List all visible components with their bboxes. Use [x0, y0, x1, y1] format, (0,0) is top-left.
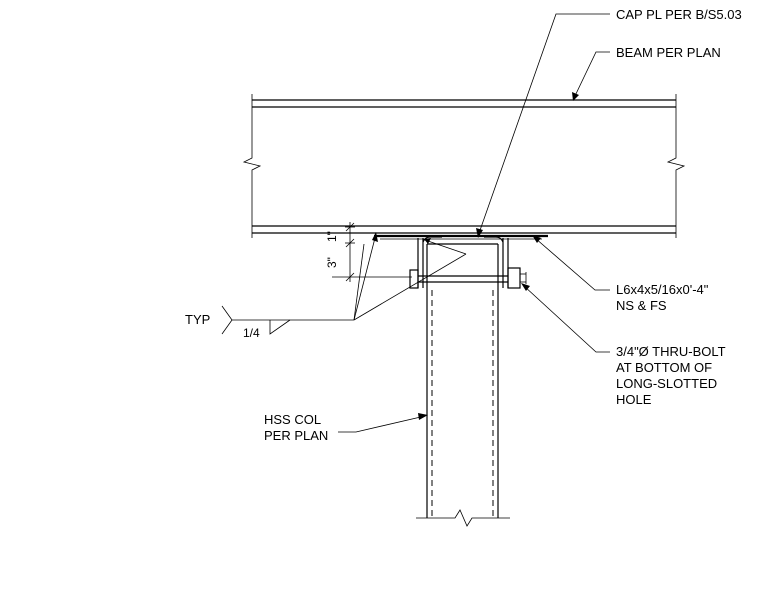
label-bolt-line2: AT BOTTOM OF — [616, 360, 712, 375]
dimension-lines: 1" 3" — [325, 222, 412, 282]
dimension-lower: 3" — [325, 257, 339, 268]
beam-break-left — [242, 94, 262, 238]
angle-right — [484, 236, 509, 288]
label-bolt-line3: LONG-SLOTTED — [616, 376, 717, 391]
leader-beam — [572, 51, 610, 101]
leader-angle — [532, 235, 610, 291]
label-angle-line1: L6x4x5/16x0'-4" — [616, 282, 709, 297]
label-bolt-line4: HOLE — [616, 392, 652, 407]
leader-cap-plate — [476, 13, 610, 238]
label-cap-plate: CAP PL PER B/S5.03 — [616, 7, 742, 22]
thru-bolt — [409, 267, 527, 289]
cap-plate — [374, 234, 548, 240]
label-weld-size: 1/4 — [243, 326, 260, 340]
beam-break-right — [666, 94, 686, 238]
weld-symbol — [221, 232, 467, 335]
label-column-line1: HSS COL — [264, 412, 321, 427]
dimension-upper: 1" — [325, 231, 339, 242]
label-column-line2: PER PLAN — [264, 428, 328, 443]
label-angle-line2: NS & FS — [616, 298, 667, 313]
hss-column — [416, 243, 510, 527]
label-bolt-line1: 3/4"Ø THRU-BOLT — [616, 344, 726, 359]
label-beam: BEAM PER PLAN — [616, 45, 721, 60]
beam — [242, 94, 686, 238]
leader-column — [338, 413, 428, 433]
label-typ: TYP — [185, 312, 210, 327]
leader-bolt — [521, 283, 610, 353]
column-break — [416, 509, 510, 527]
